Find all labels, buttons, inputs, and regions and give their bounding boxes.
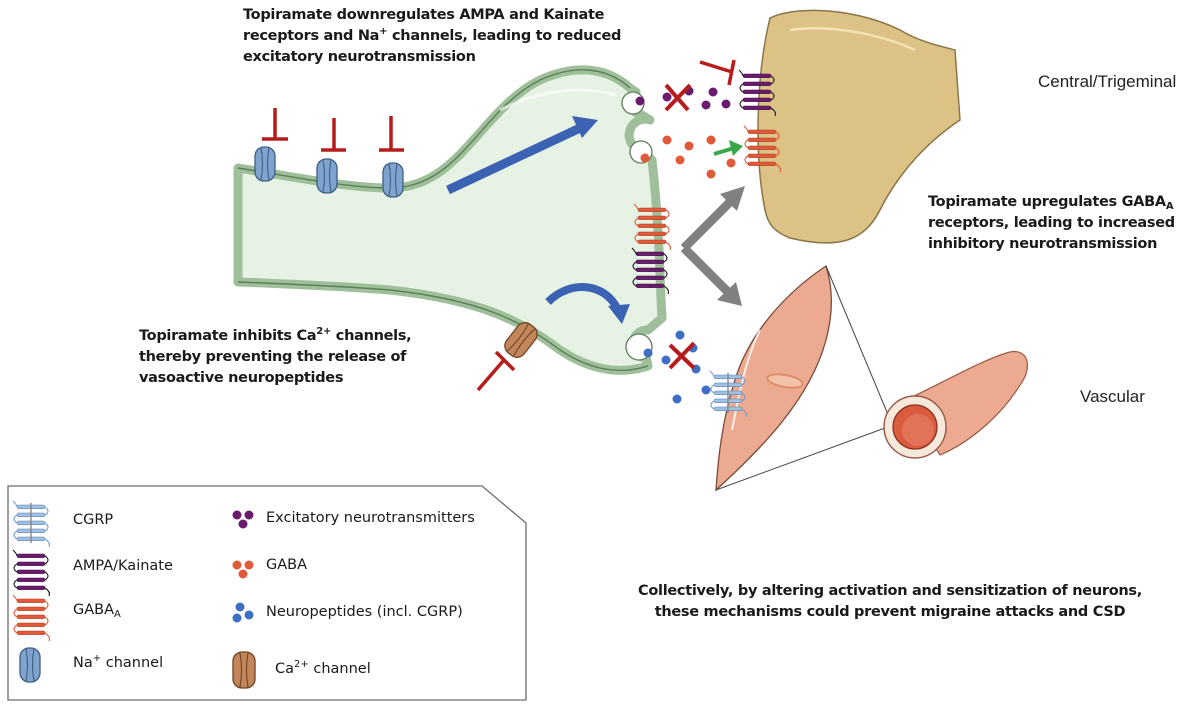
postsynaptic-neuron xyxy=(757,9,961,244)
legend-label-na-channel: Na+ channel xyxy=(73,653,164,672)
na-channel-icon xyxy=(382,162,404,198)
annotation-line: excitatory neurotransmission xyxy=(243,49,476,65)
annotation-line: Collectively, by altering activation and… xyxy=(638,583,1142,599)
legend-label-ca-channel: Ca2+ channel xyxy=(275,659,371,678)
magnify-lines xyxy=(715,265,890,491)
blood-vessel xyxy=(883,351,1028,459)
cgrp-receptor xyxy=(709,370,748,418)
legend-label-gaba-a: GABAA xyxy=(73,602,121,620)
block-x-icon xyxy=(664,83,692,112)
block-x-icon xyxy=(668,341,696,370)
inhibit-ampa-icon xyxy=(699,59,736,86)
neuropeptides xyxy=(643,330,711,404)
annotation-line: inhibitory neurotransmission xyxy=(928,236,1158,252)
ca-channel xyxy=(476,322,538,392)
legend-label-cgrp: CGRP xyxy=(73,512,114,528)
release-flow-arrow xyxy=(545,283,630,324)
legend-label-ampa-kainate: AMPA/Kainate xyxy=(73,558,173,574)
na-channel-group xyxy=(254,108,404,198)
legend-label-gaba: GABA xyxy=(266,557,308,573)
gaba-molecules xyxy=(640,135,736,179)
annotation-line: vasoactive neuropeptides xyxy=(139,370,344,386)
signal-flow-arrow xyxy=(446,116,598,195)
legend-frame xyxy=(7,485,527,701)
annotation-conclusion: Collectively, by altering activation and… xyxy=(620,581,1160,623)
excitatory-dots-icon xyxy=(232,510,254,529)
ampa-kainate-receptor-icon xyxy=(12,549,51,597)
neuropeptide-dots-icon xyxy=(232,602,254,623)
annotation-upregulate: Topiramate upregulates GABAA receptors, … xyxy=(928,192,1175,255)
cgrp-receptor-icon xyxy=(12,500,51,548)
postsynaptic-ampa-kainate-receptor xyxy=(738,69,777,117)
gaba-dots-icon xyxy=(232,560,254,579)
na-channel-icon xyxy=(254,146,276,182)
annotation-line: receptors, leading to increased xyxy=(928,215,1175,231)
annotation-line: receptors and Na+ channels, leading to r… xyxy=(243,26,622,45)
presynaptic-gaba-a-receptor xyxy=(633,203,672,251)
annotation-line: Topiramate upregulates GABAA xyxy=(928,194,1174,212)
region-label-vascular: Vascular xyxy=(1080,387,1145,406)
annotation-line: Topiramate downregulates AMPA and Kainat… xyxy=(243,7,605,23)
annotation-calcium: Topiramate inhibits Ca2+ channels, there… xyxy=(139,326,412,389)
postsynaptic-gaba-a-receptor xyxy=(743,125,782,173)
legend: CGRP AMPA/Kainate GABAA Na+ channel Exci… xyxy=(7,485,527,701)
branch-arrows xyxy=(680,186,745,306)
legend-label-neuropeptides: Neuropeptides (incl. CGRP) xyxy=(266,604,463,620)
legend-label-excitatory: Excitatory neurotransmitters xyxy=(266,510,475,526)
ca-channel-icon xyxy=(232,651,256,689)
annotation-line: Topiramate inhibits Ca2+ channels, xyxy=(139,326,412,345)
na-channel-icon xyxy=(316,158,338,194)
na-channel-icon xyxy=(19,647,41,683)
excitatory-neurotransmitters xyxy=(635,86,731,110)
region-label-central: Central/Trigeminal xyxy=(1038,72,1177,91)
upregulate-arrow-icon xyxy=(713,140,743,156)
inhibit-ca-icon xyxy=(476,350,516,392)
gaba-a-receptor-icon xyxy=(12,594,51,642)
annotation-line: thereby preventing the release of xyxy=(139,349,407,365)
inhibit-na-icon xyxy=(262,108,404,152)
presynaptic-ampa-kainate-receptor xyxy=(631,247,670,295)
annotation-downregulate: Topiramate downregulates AMPA and Kainat… xyxy=(243,5,621,68)
annotation-line: these mechanisms could prevent migraine … xyxy=(654,604,1126,620)
